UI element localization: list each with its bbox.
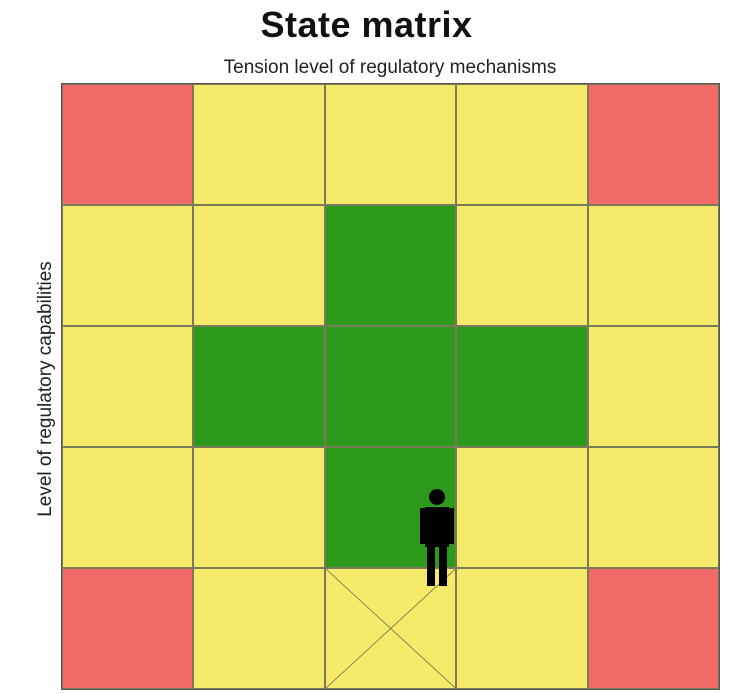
matrix-cell-green (324, 326, 457, 447)
diagram-subtitle: Tension level of regulatory mechanisms (223, 57, 557, 78)
matrix-cell-yellow (456, 84, 588, 205)
matrix-cell-yellow (193, 205, 325, 326)
cross-mark (326, 569, 455, 688)
matrix-cell-yellow (456, 568, 588, 689)
matrix-cell-yellow (62, 205, 194, 326)
matrix-cell-red (587, 84, 719, 205)
matrix-cell-yellow (587, 205, 719, 326)
matrix-cell-yellow (193, 447, 325, 568)
y-axis-label: Level of regulatory capabilities (35, 261, 56, 517)
matrix-cell-yellow (62, 326, 194, 447)
matrix-cell-yellow (456, 205, 588, 326)
matrix-cell-yellow (193, 568, 325, 689)
matrix-cell-green (324, 205, 457, 326)
matrix-cell-red (62, 568, 194, 689)
matrix-cell-red (587, 568, 719, 689)
matrix-cell-yellow (587, 326, 719, 447)
matrix-cell-yellow (324, 568, 457, 689)
state-matrix-grid (61, 83, 720, 690)
matrix-cell-yellow (587, 447, 719, 568)
person-icon (420, 489, 454, 586)
matrix-cell-green (193, 326, 325, 447)
matrix-cell-red (62, 84, 194, 205)
diagram-title: State matrix (260, 4, 473, 45)
matrix-cell-yellow (456, 447, 588, 568)
matrix-cell-green (456, 326, 588, 447)
matrix-cell-yellow (324, 84, 457, 205)
matrix-cell-yellow (193, 84, 325, 205)
matrix-cell-yellow (62, 447, 194, 568)
